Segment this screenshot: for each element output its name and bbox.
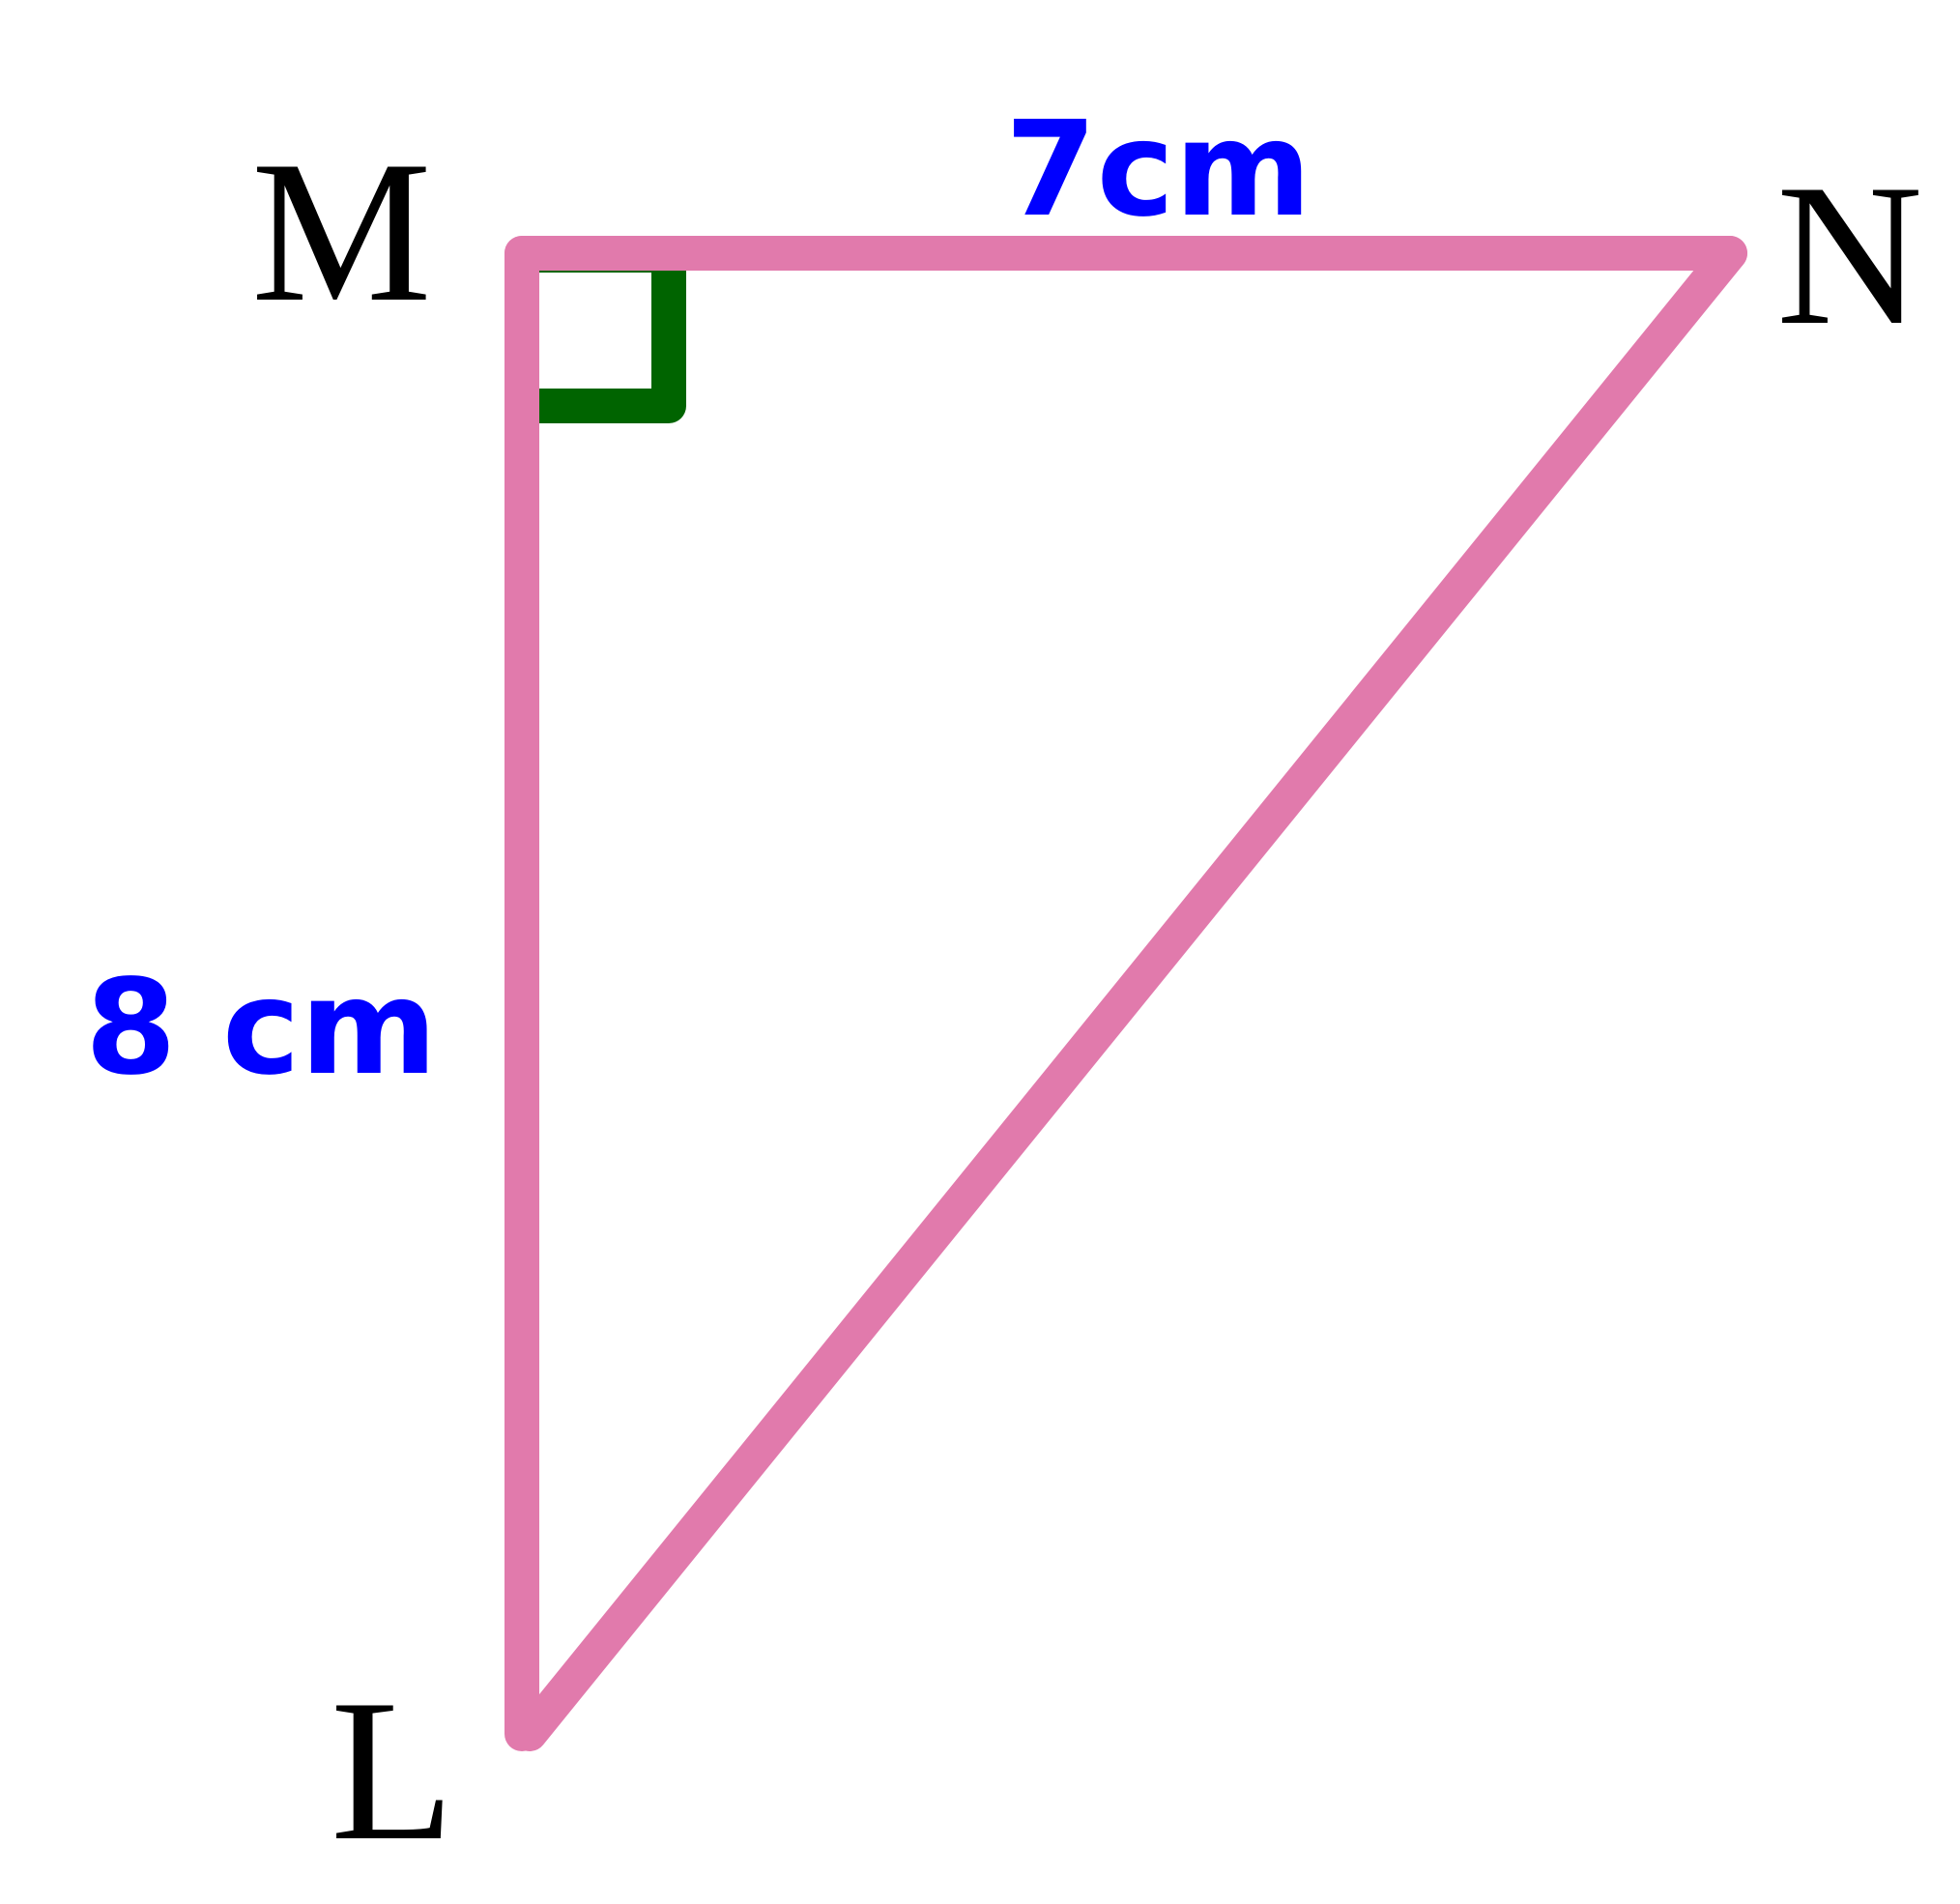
right-angle-marker xyxy=(522,238,686,423)
side-nl xyxy=(512,236,1747,1751)
side-label-ml: 8 cm xyxy=(85,952,437,1105)
triangle-mnl xyxy=(504,236,1747,1751)
vertex-label-n: N xyxy=(1776,143,1923,367)
side-label-mn: 7cm xyxy=(1005,94,1311,246)
vertex-label-l: L xyxy=(331,1659,454,1883)
vertex-label-m: M xyxy=(251,120,432,344)
